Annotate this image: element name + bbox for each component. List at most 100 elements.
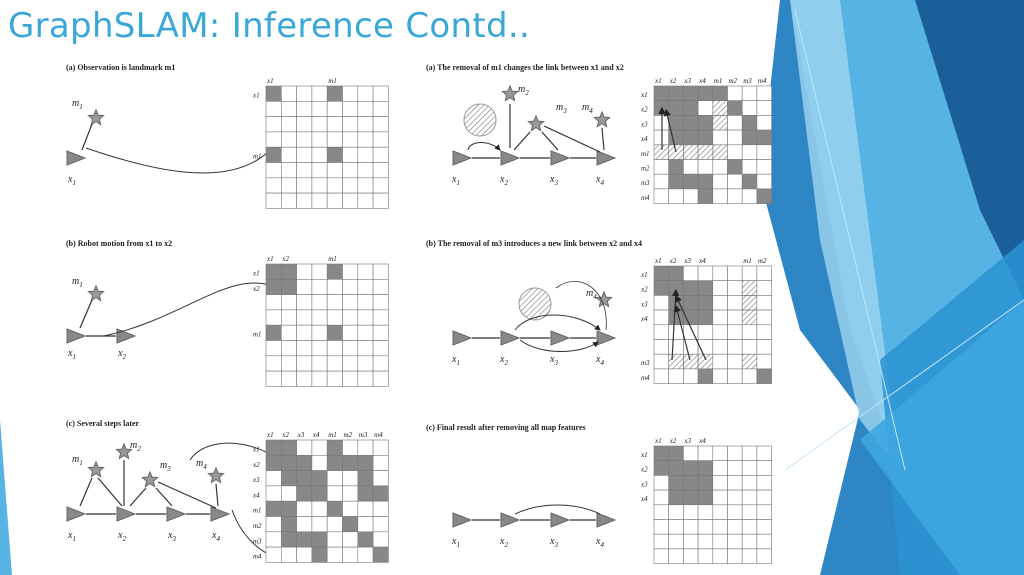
- matrix-cell: [326, 500, 343, 517]
- label-x1: x1: [451, 174, 460, 187]
- matrix-cell: [697, 173, 714, 190]
- matrix-right-c: [653, 445, 772, 564]
- edge-x3-m3: [541, 131, 559, 151]
- matrix-left-c: [265, 439, 389, 563]
- matrix-cell: [668, 144, 684, 160]
- matrix-cell: [653, 159, 669, 175]
- matrix-cell: [727, 129, 743, 146]
- matrix-cell: [296, 192, 313, 209]
- matrix-cell: [280, 516, 297, 533]
- matrix-cell: [683, 100, 699, 116]
- matrix-cell: [311, 485, 328, 502]
- matrix-cell: [296, 454, 313, 471]
- matrix-cell: [326, 355, 343, 372]
- matrix-cell: [727, 324, 743, 340]
- matrix-cell: [372, 192, 389, 209]
- matrix-cell: [653, 504, 669, 520]
- deco-panel-light: [790, 0, 900, 470]
- link-x1-m1-curve: [85, 147, 271, 174]
- matrix-cell: [741, 295, 758, 311]
- matrix-right-b-row-label: x1: [640, 271, 648, 279]
- matrix-cell: [265, 531, 282, 548]
- matrix-left-c-row-label: x2: [252, 461, 260, 469]
- matrix-cell: [683, 295, 699, 311]
- landmark-m1-star: [87, 108, 105, 126]
- matrix-cell: [265, 370, 282, 387]
- matrix-cell: [653, 460, 669, 476]
- matrix-cell: [741, 504, 758, 520]
- matrix-cell: [311, 439, 328, 456]
- matrix-cell: [727, 280, 743, 296]
- matrix-right-b-row-label: m4: [641, 374, 650, 382]
- matrix-cell: [756, 324, 772, 340]
- matrix-cell: [697, 460, 714, 476]
- matrix-cell: [727, 85, 743, 101]
- matrix-cell: [756, 159, 772, 175]
- matrix-cell: [357, 294, 374, 311]
- matrix-cell: [683, 445, 699, 461]
- matrix-cell: [653, 368, 669, 384]
- matrix-cell: [357, 531, 374, 548]
- landmark-m1-star: [87, 284, 105, 302]
- matrix-cell: [741, 85, 758, 101]
- removed-landmark-m3-hatch: [518, 287, 552, 321]
- matrix-cell: [741, 445, 758, 461]
- pose-x3-triangle: [550, 330, 571, 346]
- matrix-cell: [756, 115, 772, 131]
- matrix-cell: [668, 159, 684, 175]
- matrix-cell: [280, 131, 297, 148]
- matrix-cell: [741, 339, 758, 355]
- matrix-cell: [741, 460, 758, 476]
- matrix-cell: [326, 370, 343, 387]
- matrix-cell: [342, 162, 359, 179]
- matrix-right-b-col-label: x1: [654, 257, 662, 265]
- matrix-cell: [372, 355, 389, 372]
- matrix-cell: [342, 370, 359, 387]
- landmark-m1-star: [87, 460, 105, 478]
- edge-x2-x4-new: [514, 314, 601, 331]
- matrix-cell: [741, 159, 758, 175]
- matrix-cell: [357, 101, 374, 117]
- matrix-right-a-col-label: m1: [714, 77, 723, 85]
- matrix-cell: [265, 324, 282, 341]
- matrix-cell: [741, 129, 758, 146]
- matrix-cell: [296, 85, 313, 102]
- matrix-left-c-col-label: m1: [328, 431, 337, 439]
- matrix-cell: [372, 278, 389, 295]
- matrix-cell: [326, 162, 343, 179]
- landmark-m4-star: [593, 110, 611, 128]
- matrix-cell: [683, 353, 699, 370]
- matrix-cell: [668, 339, 684, 355]
- matrix-cell: [697, 144, 714, 160]
- matrix-cell: [326, 309, 343, 326]
- matrix-cell: [727, 173, 743, 190]
- matrix-left-a-col-label: m1: [328, 77, 337, 85]
- matrix-cell: [326, 116, 343, 133]
- matrix-cell: [357, 500, 374, 517]
- matrix-cell: [280, 546, 297, 563]
- caption-left-a: (a) Observation is landmark m1: [66, 63, 175, 72]
- label-x3: x3: [167, 530, 176, 543]
- matrix-cell: [653, 115, 669, 131]
- matrix-cell: [372, 177, 389, 194]
- matrix-cell: [741, 265, 758, 281]
- label-x2: x2: [117, 530, 126, 543]
- matrix-cell: [265, 470, 282, 487]
- matrix-cell: [265, 340, 282, 357]
- label-m2: m2: [518, 84, 529, 97]
- matrix-cell: [653, 489, 669, 506]
- matrix-cell: [653, 265, 669, 281]
- matrix-cell: [326, 439, 343, 456]
- matrix-cell: [697, 533, 714, 550]
- deco-left-sliver: [0, 420, 12, 575]
- matrix-left-a-col-label: x1: [266, 77, 274, 85]
- matrix-cell: [265, 309, 282, 326]
- matrix-cell: [265, 439, 282, 456]
- pose-x1-triangle: [452, 150, 473, 166]
- matrix-cell: [372, 162, 389, 179]
- matrix-left-c-row-label: m3: [253, 537, 262, 545]
- matrix-right-a-col-label: x2: [669, 77, 677, 85]
- matrix-cell: [326, 516, 343, 533]
- matrix-left-c-col-label: x1: [266, 431, 274, 439]
- pose-x1-triangle: [452, 512, 473, 528]
